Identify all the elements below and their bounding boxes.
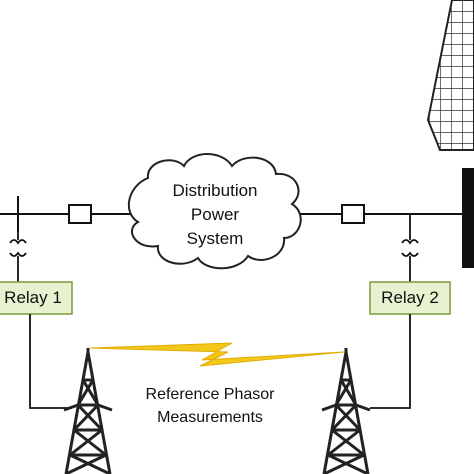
cloud-shape <box>128 153 302 270</box>
relay-2-label: Relay 2 <box>381 288 439 307</box>
transformer-right-icon <box>401 214 419 282</box>
solar-panel-icon <box>426 0 474 151</box>
breaker-left <box>68 204 92 224</box>
breaker-right <box>341 204 365 224</box>
cloud-label-line2: Power <box>190 205 240 224</box>
reference-label-line1: Reference Phasor <box>145 386 275 403</box>
cloud-label-line3: System <box>186 229 244 248</box>
bus-bar <box>462 168 474 268</box>
tower-right-icon <box>321 348 371 474</box>
reference-label-line2: Measurements <box>157 409 263 426</box>
relay-2-wire <box>370 314 411 409</box>
cloud-label-line1: Distribution <box>172 181 258 200</box>
relay-1-wire <box>29 314 72 409</box>
tower-left-icon <box>63 348 113 474</box>
lightning-bolt-icon <box>89 342 345 367</box>
transformer-left-icon <box>9 214 27 282</box>
relay-1-label: Relay 1 <box>4 288 62 307</box>
relay-1-box <box>0 281 73 315</box>
